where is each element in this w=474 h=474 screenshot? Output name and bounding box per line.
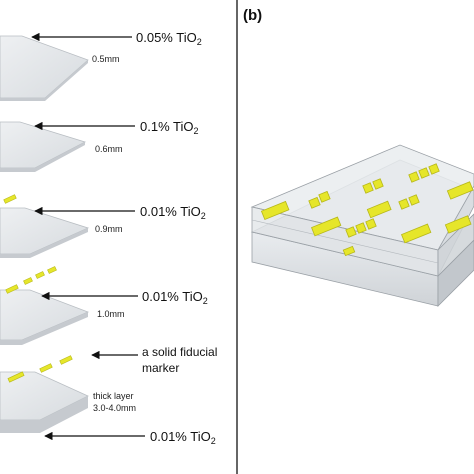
fiducial-marker: [59, 355, 73, 365]
fiducial-marker: [5, 284, 19, 294]
fiducial-marker: [372, 178, 384, 190]
layer-4-concentration: 0.01% TiO2: [142, 289, 208, 306]
layer-5-concentration-text: 0.01% TiO: [150, 429, 211, 444]
layer-1-concentration-text: 0.05% TiO: [136, 30, 197, 45]
fiducial-marker: [7, 371, 25, 383]
layer-1-subscript: 2: [197, 37, 202, 47]
fiducial-marker: [318, 190, 331, 203]
fiducial-marker: [446, 181, 474, 200]
fiducial-marker: [260, 200, 290, 221]
layer-5-thickness-line1: thick layer: [93, 391, 134, 401]
layer-2-top: [0, 121, 87, 169]
fiducial-marker: [47, 266, 57, 274]
layer-3-concentration-text: 0.01% TiO: [140, 204, 201, 219]
layer-4: [0, 289, 90, 345]
layer-1-top: [0, 35, 89, 99]
marker-label-line1: a solid fiducial: [142, 345, 217, 359]
layer-3-side: [0, 228, 88, 258]
layer-4-thickness: 1.0mm: [97, 309, 125, 319]
fiducial-marker: [365, 218, 377, 230]
layer-2-subscript: 2: [193, 126, 198, 136]
layer-4-concentration-text: 0.01% TiO: [142, 289, 203, 304]
layer-1-concentration: 0.05% TiO2: [136, 30, 202, 47]
layer-1-thickness: 0.5mm: [92, 54, 120, 64]
layer-2: [0, 121, 87, 172]
fiducial-marker: [418, 167, 430, 179]
fiducial-marker: [3, 194, 17, 204]
fiducial-marker: [311, 216, 342, 237]
fiducial-marker: [408, 194, 420, 206]
fiducial-marker: [342, 245, 356, 257]
panel-b-label: (b): [243, 7, 262, 24]
fiducial-marker: [39, 363, 53, 373]
fiducial-marker: [428, 163, 440, 175]
layer-3: [0, 207, 90, 258]
fiducial-marker: [35, 271, 45, 279]
fiducial-marker: [444, 215, 472, 234]
fiducial-marker: [308, 196, 321, 209]
layer-3-top: [0, 207, 90, 255]
layer-seam: [251, 219, 439, 264]
fiducial-marker: [23, 277, 33, 285]
fiducial-marker: [398, 198, 410, 210]
layer-1: [0, 35, 89, 101]
layer-2-concentration-text: 0.1% TiO: [140, 119, 193, 134]
layer-4-subscript: 2: [203, 296, 208, 306]
panel-a: 0.5mm 0.6mm 0.9mm 1.0mm thick layer 3.0-…: [0, 30, 217, 446]
layer-3-thickness: 0.9mm: [95, 224, 123, 234]
layer-5-side: [0, 396, 88, 433]
fiducial-markers-a: [3, 194, 73, 383]
fiducial-marker: [366, 200, 392, 219]
layer-2-side: [0, 142, 85, 172]
layer-5-thickness-line2: 3.0-4.0mm: [93, 403, 136, 413]
layer-2-thickness: 0.6mm: [95, 144, 123, 154]
marker-label-line2: marker: [142, 361, 179, 375]
fiducial-markers-b: [260, 163, 474, 257]
layer-5-subscript: 2: [211, 436, 216, 446]
layer-3-concentration: 0.01% TiO2: [140, 204, 206, 221]
layer-2-concentration: 0.1% TiO2: [140, 119, 198, 136]
panel-b: (b): [243, 7, 474, 307]
fiducial-marker: [401, 223, 432, 244]
fiducial-marker: [408, 171, 420, 183]
fiducial-marker: [355, 222, 367, 234]
layer-5: [0, 371, 89, 433]
layer-4-side: [0, 312, 88, 345]
layer-5-concentration: 0.01% TiO2: [150, 429, 216, 446]
fiducial-marker: [345, 226, 357, 238]
layer-3-subscript: 2: [201, 211, 206, 221]
fiducial-marker: [362, 182, 374, 194]
